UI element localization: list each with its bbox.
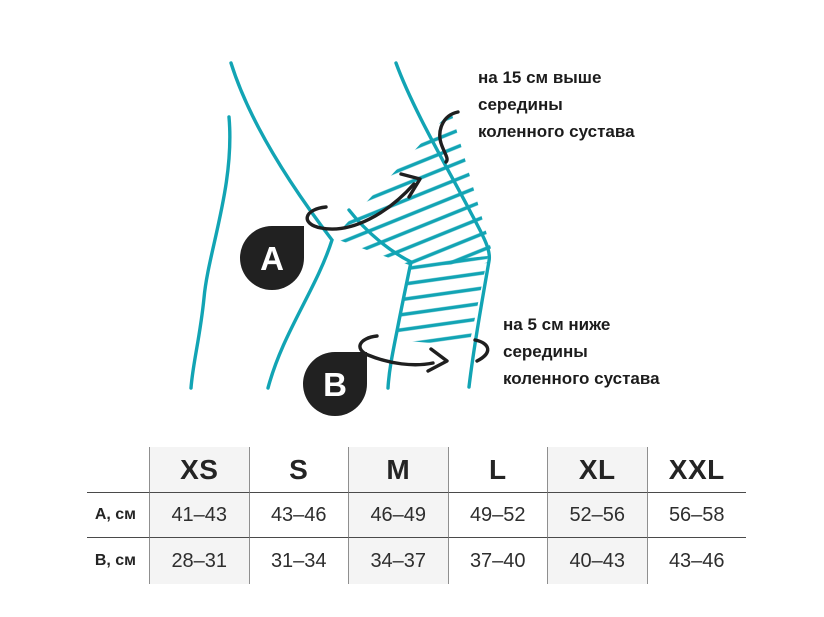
measure-b-arrowhead-icon bbox=[426, 347, 449, 373]
marker-b-label: В bbox=[323, 365, 347, 403]
front-leg-back-contour-line bbox=[347, 208, 413, 390]
cell-b-xl: 40–43 bbox=[547, 538, 647, 584]
cell-b-xs: 28–31 bbox=[149, 538, 249, 584]
annotation-line: на 5 см ниже bbox=[503, 315, 611, 334]
annotation-line: коленного сустава bbox=[503, 369, 660, 388]
size-header-xl: XL bbox=[547, 447, 647, 493]
size-table: XS S M L XL XXL А, см 41–43 43–46 46–49 … bbox=[87, 447, 746, 584]
marker-b-badge: В bbox=[303, 352, 367, 416]
annotation-above-knee: на 15 см выше середины коленного сустава bbox=[478, 64, 635, 145]
marker-a-badge: А bbox=[240, 226, 304, 290]
back-leg-inner-line bbox=[229, 61, 334, 390]
size-header-xs: XS bbox=[149, 447, 249, 493]
cell-a-xs: 41–43 bbox=[149, 493, 249, 538]
cell-a-xxl: 56–58 bbox=[646, 493, 746, 538]
back-leg-outer-line bbox=[189, 115, 232, 390]
sleeve-hatch-lower bbox=[394, 256, 488, 346]
front-leg-front-contour-line bbox=[394, 61, 492, 389]
annotation-line: середины bbox=[478, 95, 563, 114]
leg-measurement-figure bbox=[189, 61, 492, 390]
row-b-label: В, см bbox=[94, 552, 136, 569]
measure-a-arrow-arc bbox=[305, 182, 416, 231]
measure-a-arrowhead-icon bbox=[399, 172, 422, 199]
size-header-l: L bbox=[447, 447, 547, 493]
cell-a-l: 49–52 bbox=[447, 493, 547, 538]
measure-arrows bbox=[305, 110, 490, 373]
cell-a-xl: 52–56 bbox=[547, 493, 647, 538]
cell-b-s: 31–34 bbox=[248, 538, 349, 584]
annotation-line: коленного сустава bbox=[478, 122, 635, 141]
leg-outlines bbox=[189, 61, 492, 390]
measure-b-wrap-arc bbox=[473, 338, 490, 363]
measure-b-arrow-arc bbox=[358, 334, 435, 367]
size-header-xxl: XXL bbox=[646, 447, 746, 493]
cell-b-l: 37–40 bbox=[447, 538, 548, 584]
cell-a-m: 46–49 bbox=[348, 493, 448, 538]
size-header-m: M bbox=[348, 447, 448, 493]
cell-b-m: 34–37 bbox=[348, 538, 448, 584]
row-a-label: А, см bbox=[87, 493, 149, 538]
measure-top-wrap-arc bbox=[438, 110, 460, 164]
size-table-corner-cell bbox=[87, 447, 149, 493]
cell-b-xxl: 43–46 bbox=[646, 538, 747, 584]
size-header-s: S bbox=[248, 447, 348, 493]
annotation-line: на 15 см выше bbox=[478, 68, 602, 87]
marker-a-label: А bbox=[260, 239, 284, 277]
annotation-below-knee: на 5 см ниже середины коленного сустава bbox=[503, 311, 660, 392]
annotation-line: середины bbox=[503, 342, 588, 361]
cell-a-s: 43–46 bbox=[248, 493, 348, 538]
